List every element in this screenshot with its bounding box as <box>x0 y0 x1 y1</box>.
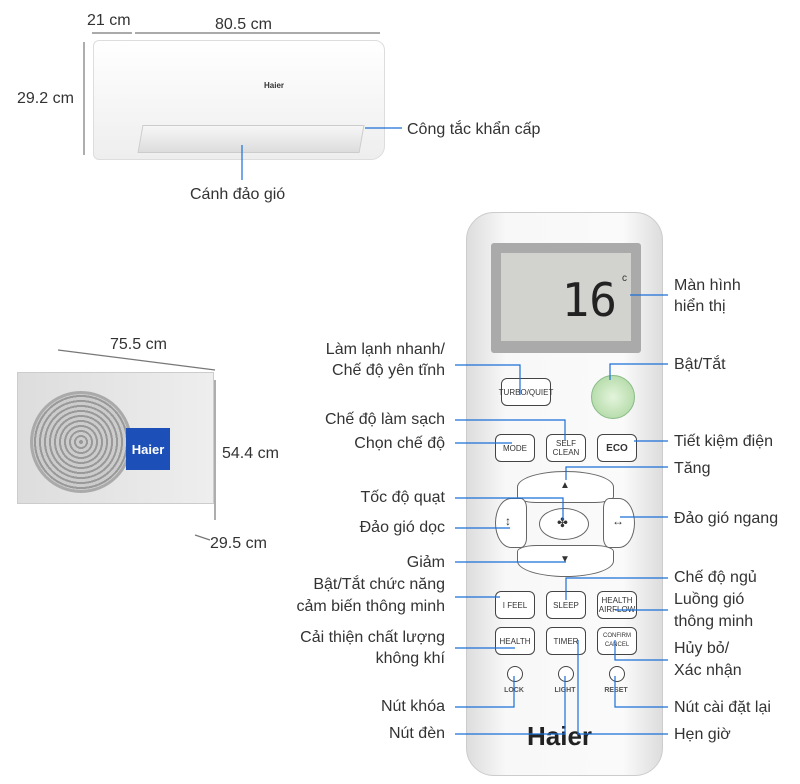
outdoor-unit: Haier <box>17 372 214 504</box>
down-label: Giảm <box>406 554 445 571</box>
power-button[interactable] <box>591 375 635 419</box>
outdoor-width-label: 75.5 cm <box>110 336 167 353</box>
indoor-width-label: 80.5 cm <box>215 16 272 33</box>
confirm-cancel-button[interactable]: CONFIRM CANCEL <box>597 627 637 655</box>
emergency-switch-label: Công tắc khẩn cấp <box>407 121 541 138</box>
confirm-label-2: Xác nhận <box>674 662 742 679</box>
mode-label: Chọn chế độ <box>354 435 445 452</box>
ifeel-label-1: Bật/Tắt chức năng <box>313 576 445 593</box>
fan-icon: ✤ <box>557 515 568 530</box>
outdoor-height-label: 54.4 cm <box>222 445 279 462</box>
reset-button[interactable] <box>609 666 625 682</box>
power-label: Bật/Tắt <box>674 356 726 373</box>
light-callout: Nút đèn <box>388 725 445 742</box>
lcd-display: 16 c <box>491 243 641 353</box>
eco-label: Tiết kiệm điện <box>674 433 773 450</box>
vertical-swing-button[interactable]: ↕ <box>495 498 527 548</box>
up-label: Tăng <box>674 460 711 477</box>
reset-callout: Nút cài đặt lại <box>674 699 771 716</box>
outdoor-logo: Haier <box>126 428 170 470</box>
lock-callout: Nút khóa <box>380 698 445 715</box>
confirm-label-1: Hủy bỏ/ <box>674 640 730 657</box>
fan-speed-label: Tốc độ quạt <box>360 489 446 506</box>
outdoor-depth-label: 29.5 cm <box>210 535 267 552</box>
airflow-label-2: thông minh <box>674 613 754 630</box>
remote-brand-logo: Haier <box>527 721 593 751</box>
lock-button[interactable] <box>507 666 523 682</box>
horizontal-swing-label: Đảo gió ngang <box>674 510 779 527</box>
mode-button[interactable]: MODE <box>495 434 535 462</box>
indoor-height-label: 29.2 cm <box>17 90 74 107</box>
light-button[interactable] <box>558 666 574 682</box>
health-button[interactable]: HEALTH <box>495 627 535 655</box>
display-unit: c <box>622 273 627 284</box>
reset-label: RESET <box>604 687 628 694</box>
fan-speed-button[interactable]: ✤ <box>539 508 589 540</box>
eco-button[interactable]: ECO <box>597 434 637 462</box>
display-label-1: Màn hình <box>674 277 741 294</box>
vertical-swing-icon: ↕ <box>505 514 511 528</box>
ifeel-label-2: cảm biến thông minh <box>296 598 445 615</box>
health-label-1: Cải thiện chất lượng <box>300 629 445 646</box>
vertical-swing-label: Đảo gió dọc <box>359 519 445 536</box>
indoor-depth-label: 21 cm <box>87 12 131 29</box>
timer-button[interactable]: TIMER <box>546 627 586 655</box>
display-temperature: 16 <box>561 273 617 327</box>
louver-label: Cánh đảo gió <box>190 186 286 203</box>
indoor-logo: Haier <box>264 81 285 90</box>
turbo-label-2: Chế độ yên tĩnh <box>332 362 445 379</box>
turbo-quiet-button[interactable]: TURBO/QUIET <box>499 378 553 406</box>
display-label-2: hiển thị <box>674 298 726 315</box>
self-clean-label: Chế độ làm sạch <box>324 411 445 428</box>
sleep-label: Chế độ ngủ <box>674 569 757 586</box>
timer-callout: Hẹn giờ <box>674 726 731 743</box>
down-arrow-icon: ▼ <box>560 554 570 565</box>
ifeel-button[interactable]: I FEEL <box>495 591 535 619</box>
horizontal-swing-button[interactable]: ↔ <box>603 498 635 548</box>
self-clean-button[interactable]: SELF CLEAN <box>546 434 586 462</box>
up-arrow-icon: ▲ <box>560 480 570 491</box>
airflow-label-1: Luồng gió <box>674 591 745 608</box>
health-label-2: không khí <box>375 650 445 667</box>
turbo-label-1: Làm lạnh nhanh/ <box>325 341 445 358</box>
down-button[interactable]: ▼ <box>517 545 614 577</box>
